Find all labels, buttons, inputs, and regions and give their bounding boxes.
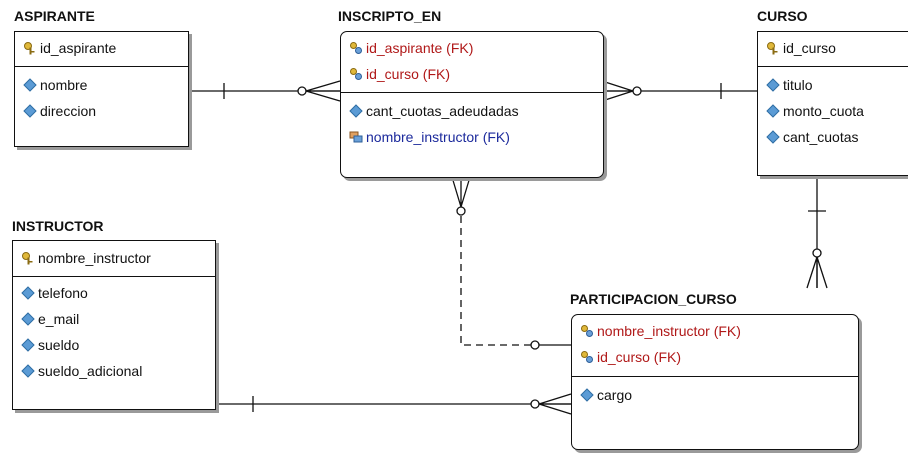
attribute-diamond-icon [21, 286, 35, 300]
rel-aspirante-optional-circle [297, 86, 307, 96]
attribute: sueldo_adicional [13, 358, 215, 384]
entity-participacion-curso[interactable]: nombre_instructor (FK) id_curso (FK) car… [571, 314, 859, 450]
rel-curso-crowsfoot [601, 80, 634, 102]
rel-curso-optional-circle [632, 86, 642, 96]
attr-section: telefono e_mail sueldo sueldo_adicional [13, 277, 215, 387]
entity-instructor[interactable]: nombre_instructor telefono e_mail sueldo… [12, 240, 216, 410]
rel-inscripto-part-optional-circle-top [456, 206, 466, 216]
pk-attribute: id_aspirante [15, 35, 188, 61]
attribute-diamond-icon [580, 388, 594, 402]
rel-instructor-crowsfoot [538, 393, 572, 415]
attribute: direccion [15, 98, 188, 124]
attribute: sueldo [13, 332, 215, 358]
rel-aspirante-crowsfoot [305, 80, 341, 102]
key-icon [22, 252, 33, 265]
rel-curso-part-crowsfoot [806, 256, 828, 289]
rel-instructor-optional-circle [530, 399, 540, 409]
pk-attribute: nombre_instructor [13, 245, 215, 271]
entity-title-aspirante: ASPIRANTE [14, 8, 95, 24]
foreign-key-attribute: nombre_instructor (FK) [341, 124, 603, 150]
attribute-diamond-icon [23, 78, 37, 92]
pk-section: nombre_instructor (FK) id_curso (FK) [572, 315, 858, 377]
entity-inscripto-en[interactable]: id_aspirante (FK) id_curso (FK) cant_cuo… [340, 31, 604, 178]
attribute: cargo [572, 382, 858, 408]
rel-inscripto-part-optional-circle-right [530, 340, 540, 350]
attribute: telefono [13, 280, 215, 306]
attribute-diamond-icon [23, 104, 37, 118]
rel-curso-part-optional-circle [812, 248, 822, 258]
foreign-key-icon [581, 325, 593, 337]
attribute: monto_cuota [758, 98, 908, 124]
entity-title-instructor: INSTRUCTOR [12, 218, 104, 234]
attribute: e_mail [13, 306, 215, 332]
pk-foreign-key-attribute: nombre_instructor (FK) [572, 318, 858, 344]
attribute: cant_cuotas_adeudadas [341, 98, 603, 124]
entity-title-inscripto-en: INSCRIPTO_EN [338, 8, 442, 24]
pk-section: nombre_instructor [13, 241, 215, 277]
key-icon [767, 42, 778, 55]
pk-section: id_aspirante [15, 32, 188, 67]
entity-title-curso: CURSO [757, 8, 808, 24]
pk-foreign-key-attribute: id_curso (FK) [341, 61, 603, 87]
entity-aspirante[interactable]: id_aspirante nombre direccion [14, 31, 189, 147]
foreign-key-icon [350, 68, 362, 80]
entity-title-participacion-curso: PARTICIPACION_CURSO [570, 291, 737, 307]
rel-inscripto-participacion [460, 216, 532, 346]
attr-section: titulo monto_cuota cant_cuotas [758, 67, 908, 155]
attribute-diamond-icon [766, 130, 780, 144]
attribute-diamond-icon [349, 104, 363, 118]
key-icon [24, 42, 35, 55]
attr-section: nombre direccion [15, 67, 188, 129]
foreign-key-icon [350, 42, 362, 54]
attribute: nombre [15, 72, 188, 98]
attr-section: cargo [572, 377, 858, 413]
foreign-key-icon [581, 351, 593, 363]
attribute: cant_cuotas [758, 124, 908, 150]
pk-section: id_aspirante (FK) id_curso (FK) [341, 32, 603, 93]
attribute-diamond-icon [21, 312, 35, 326]
nonkey-foreign-key-icon [349, 131, 363, 143]
rel-inscripto-part-crowsfoot [451, 176, 471, 208]
attribute-diamond-icon [766, 104, 780, 118]
attribute-diamond-icon [766, 78, 780, 92]
attribute-diamond-icon [21, 338, 35, 352]
entity-curso[interactable]: id_curso titulo monto_cuota cant_cuotas [757, 31, 908, 176]
pk-section: id_curso [758, 32, 908, 67]
pk-attribute: id_curso [758, 35, 908, 61]
attribute: titulo [758, 72, 908, 98]
pk-foreign-key-attribute: id_aspirante (FK) [341, 35, 603, 61]
pk-foreign-key-attribute: id_curso (FK) [572, 344, 858, 370]
attribute-diamond-icon [21, 364, 35, 378]
attr-section: cant_cuotas_adeudadas nombre_instructor … [341, 93, 603, 155]
